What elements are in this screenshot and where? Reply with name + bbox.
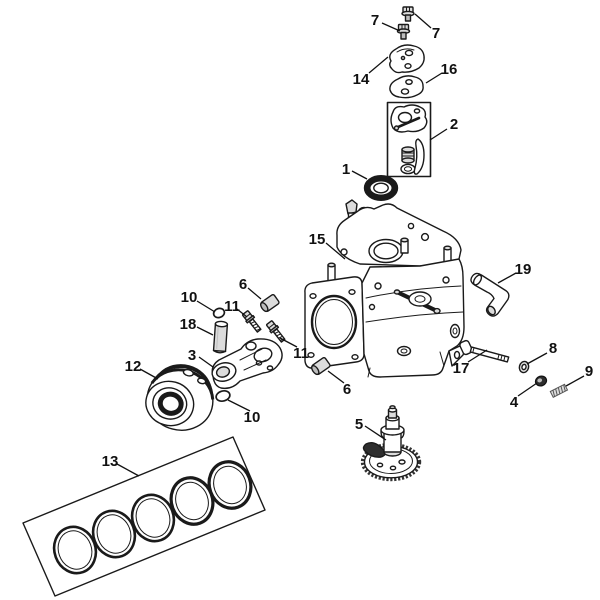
callout-label-10: 10 (244, 409, 261, 426)
part-10-circlip-lower (215, 389, 231, 403)
part-2-gasket-kit-box (386, 101, 432, 178)
part-11-rod-screw-lower (266, 320, 286, 343)
callout-label-8: 8 (549, 340, 557, 357)
leader-line-10 (196, 300, 216, 313)
gasket-pin (395, 116, 421, 129)
callout-label-4: 4 (510, 394, 519, 411)
leader-line-11 (236, 308, 248, 318)
callout-layer: 7 7 14 16 2 1 15 19 6 10 11 18 3 11 12 6 10 13 5 17 8 4 9 (102, 12, 593, 477)
part-19-breather-tube (470, 272, 510, 317)
leader-line-18 (196, 326, 214, 336)
callout-label-7: 7 (432, 25, 440, 42)
part-10-circlip-upper (212, 307, 226, 319)
callout-label-18: 18 (180, 316, 197, 333)
callout-label-10: 10 (181, 289, 198, 306)
part-11-rod-screw-upper (242, 310, 262, 333)
leader-line-10 (227, 399, 251, 412)
callout-label-6: 6 (343, 381, 351, 398)
callout-label-2: 2 (450, 116, 458, 133)
part-7-flange-bolt-lower (396, 23, 411, 40)
callout-label-7: 7 (371, 12, 379, 29)
part-6-bushing-lower (310, 356, 331, 376)
part-12-piston (145, 364, 215, 431)
part-6-bushing-upper (259, 293, 280, 313)
callout-label-16: 16 (441, 61, 458, 78)
callout-label-13: 13 (102, 453, 119, 470)
part-17-governor-shaft (459, 339, 510, 363)
leader-line-1 (351, 170, 368, 180)
leader-line-7 (381, 22, 401, 32)
leader-line-13 (116, 463, 140, 477)
cam-lobe (362, 442, 387, 458)
leader-line-7 (414, 13, 432, 29)
callout-label-19: 19 (515, 261, 532, 278)
part-9-spring (549, 383, 569, 398)
callout-label-3: 3 (188, 347, 196, 364)
part-3-connecting-rod (211, 338, 283, 390)
cylinder-bore (310, 294, 358, 350)
leader-line-3 (198, 356, 214, 368)
callout-label-15: 15 (309, 231, 326, 248)
leader-line-16 (425, 72, 443, 84)
leader-line-19 (497, 272, 517, 284)
leader-line-5 (364, 425, 387, 441)
part-1-oil-seal (363, 174, 399, 201)
part-15-crankcase (304, 199, 465, 378)
part-5-camshaft (360, 405, 422, 482)
reed-shape (413, 138, 425, 175)
oval-disc-shape (400, 163, 416, 175)
callout-label-9: 9 (585, 363, 593, 380)
callout-label-14: 14 (353, 71, 370, 88)
leader-line-6 (327, 370, 345, 384)
part-13-piston-ring-set (22, 436, 266, 597)
callout-label-12: 12 (125, 358, 142, 375)
leader-line-2 (429, 128, 448, 141)
leader-line-4 (517, 382, 538, 397)
leader-line-9 (565, 375, 585, 387)
callout-label-17: 17 (453, 360, 470, 377)
leader-line-14 (368, 56, 389, 74)
part-18-piston-pin (212, 320, 229, 354)
leader-line-6 (247, 287, 262, 300)
part-4-washer (534, 375, 548, 387)
callout-label-1: 1 (342, 161, 350, 178)
leader-line-8 (526, 352, 548, 365)
leader-line-17 (467, 349, 488, 363)
part-7-flange-bolt-upper (401, 6, 415, 22)
part-16-cover-plate (389, 75, 424, 99)
ring-set-box (22, 436, 266, 597)
valve-stack-shape (401, 146, 415, 164)
callout-label-6: 6 (239, 276, 247, 293)
callout-label-11: 11 (224, 298, 240, 315)
leader-line-12 (139, 368, 159, 380)
callout-label-5: 5 (355, 416, 363, 433)
leader-line-11 (279, 337, 298, 348)
callout-label-11: 11 (293, 345, 309, 362)
part-8-washer (518, 360, 530, 374)
leader-line-15 (325, 242, 346, 260)
part-14-cover-plate (389, 44, 425, 74)
